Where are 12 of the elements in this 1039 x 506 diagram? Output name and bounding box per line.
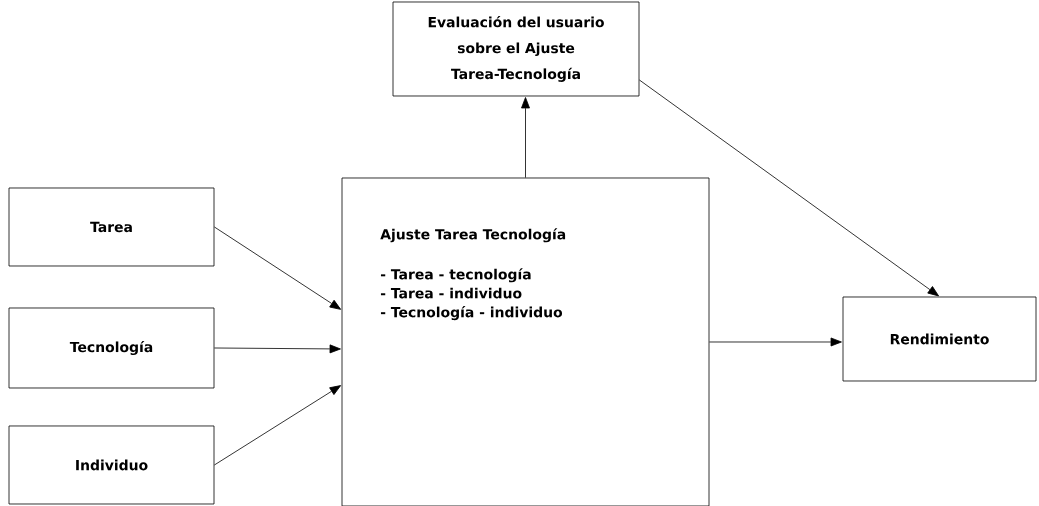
process-box: Individuo — [8, 425, 215, 505]
arrow — [521, 97, 530, 178]
process-box: Evaluación del usuario sobre el Ajuste Tarea-Tecnología — [392, 1, 640, 97]
process-box: Tecnología — [8, 307, 215, 389]
arrow — [214, 344, 341, 354]
arrow — [709, 337, 842, 347]
arrow — [639, 79, 939, 297]
arrow — [214, 226, 342, 310]
process-box: Ajuste Tarea Tecnología - Tarea - tecnología - Tarea - individuo - Tecnología - individuo — [341, 177, 710, 506]
process-box: Tarea — [8, 187, 215, 267]
process-box: Rendimiento — [842, 296, 1037, 382]
arrow — [214, 385, 342, 466]
